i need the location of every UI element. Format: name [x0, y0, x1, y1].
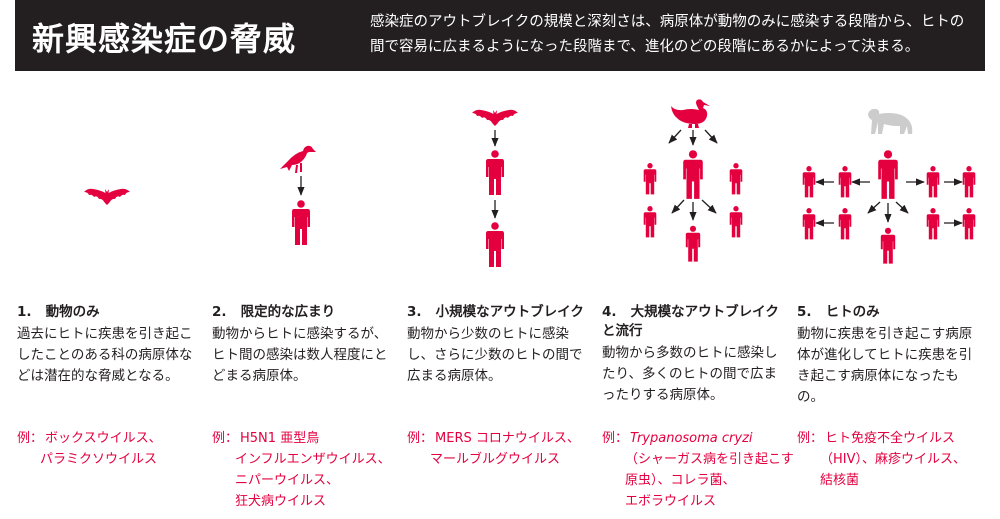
bird-icon — [280, 145, 316, 173]
stage-title-text: 動物のみ — [45, 304, 100, 320]
stages-diagram — [84, 99, 976, 267]
arrow — [867, 201, 881, 214]
example-item: 結核菌 — [820, 473, 860, 488]
example-item: パラミクソウイルス — [40, 452, 158, 467]
human-icon — [838, 166, 852, 198]
arrow — [704, 129, 718, 144]
stage-1-examples: 例：ボックスウイルス、 パラミクソウイルス — [17, 428, 199, 470]
stage-number: 1. — [17, 304, 32, 320]
stage-title-text: 限定的な広まり — [240, 304, 336, 320]
bat-icon — [84, 188, 130, 205]
human-icon — [643, 163, 657, 195]
human-icon — [926, 208, 940, 240]
stage-title-text: 大規模なアウトブレイクと流行 — [602, 304, 779, 339]
human-icon — [962, 208, 976, 240]
stage-1-graphic — [84, 188, 130, 205]
arrow — [701, 199, 717, 214]
human-icon — [685, 225, 701, 262]
example-item: （HIV）、麻疹ウイルス、 — [820, 452, 967, 467]
example-item: 狂犬病ウイルス — [235, 494, 327, 509]
human-icon — [683, 150, 703, 199]
human-icon — [880, 227, 896, 264]
example-item: Trypanosoma cryzi — [630, 431, 753, 446]
example-item: ボックスウイルス、 — [45, 431, 162, 446]
stage-description: 動物から多数のヒトに感染したり、多くのヒトの間で広まったりする病原体。 — [602, 345, 778, 403]
stage-2-graphic — [280, 145, 316, 245]
human-icon — [838, 208, 852, 240]
stage-3-text: 3. 小規模なアウトブレイク 動物から少数のヒトに感染し、さらに少数のヒトの間で… — [407, 303, 589, 387]
human-icon — [486, 222, 504, 267]
stage-title: 5. ヒトのみ — [797, 303, 979, 322]
example-item: MERS コロナウイルス、 — [435, 431, 580, 446]
example-label: 例： — [797, 431, 824, 446]
example-item: H5N1 亜型鳥 — [240, 431, 320, 446]
arrow — [671, 199, 685, 214]
human-icon — [802, 208, 816, 240]
stage-title-text: 小規模なアウトブレイク — [435, 304, 584, 320]
example-item: ヒト免疫不全ウイルス — [825, 431, 956, 446]
human-icon — [878, 150, 898, 199]
example-label: 例： — [602, 431, 629, 446]
stage-title: 2. 限定的な広まり — [212, 303, 394, 322]
arrow — [895, 201, 909, 214]
stage-3-graphic — [472, 109, 518, 267]
stage-description: 動物からヒトに感染するが、ヒト間の感染は数人程度にとどまる病原体。 — [212, 326, 388, 384]
header-banner: 新興感染症の脅威 感染症のアウトブレイクの規模と深刻さは、病原体が動物のみに感染… — [15, 0, 985, 71]
example-item: （シャーガス病を引き起こす — [625, 452, 794, 467]
bat-icon — [472, 109, 518, 126]
primate-icon — [868, 108, 913, 134]
stage-description: 過去にヒトに疾患を引き起こしたことのある科の病原体などは潜在的な脅威となる。 — [17, 326, 193, 384]
stage-number: 4. — [602, 304, 617, 320]
stage-number: 5. — [797, 304, 812, 320]
stage-4-examples: 例：Trypanosoma cryzi （シャーガス病を引き起こす 原虫）、コレ… — [602, 428, 794, 512]
duck-icon — [671, 99, 710, 128]
human-icon — [486, 150, 504, 195]
stage-5-examples: 例：ヒト免疫不全ウイルス （HIV）、麻疹ウイルス、 結核菌 — [797, 428, 979, 491]
stage-1-text: 1. 動物のみ 過去にヒトに疾患を引き起こしたことのある科の病原体などは潜在的な… — [17, 303, 199, 387]
stage-number: 2. — [212, 304, 227, 320]
stage-description: 動物に疾患を引き起こす病原体が進化してヒトに疾患を引き起こす病原体になったもの。 — [797, 326, 973, 405]
human-icon — [962, 166, 976, 198]
stage-title: 3. 小規模なアウトブレイク — [407, 303, 589, 322]
stage-title: 4. 大規模なアウトブレイクと流行 — [602, 303, 784, 341]
human-icon — [292, 200, 310, 245]
stage-4-graphic — [643, 99, 743, 262]
stage-number: 3. — [407, 304, 422, 320]
example-item: インフルエンザウイルス、 — [235, 452, 391, 467]
example-item: ニパーウイルス、 — [235, 473, 340, 488]
example-item: エボラウイルス — [625, 494, 717, 509]
page-title: 新興感染症の脅威 — [32, 20, 297, 58]
stage-5-graphic — [802, 108, 976, 264]
human-icon — [729, 206, 743, 238]
example-item: 原虫）、コレラ菌、 — [625, 473, 736, 488]
human-icon — [802, 166, 816, 198]
stage-2-examples: 例：H5N1 亜型鳥 インフルエンザウイルス、 ニパーウイルス、 狂犬病ウイルス — [212, 428, 394, 512]
example-item: マールブルグウイルス — [430, 452, 561, 467]
stage-title: 1. 動物のみ — [17, 303, 199, 322]
stage-4-text: 4. 大規模なアウトブレイクと流行 動物から多数のヒトに感染したり、多くのヒトの… — [602, 303, 784, 406]
stage-3-examples: 例：MERS コロナウイルス、 マールブルグウイルス — [407, 428, 589, 470]
example-label: 例： — [212, 431, 239, 446]
stage-title-text: ヒトのみ — [825, 304, 880, 320]
page-subtitle: 感染症のアウトブレイクの規模と深刻さは、病原体が動物のみに感染する段階から、ヒト… — [370, 14, 965, 55]
example-label: 例： — [407, 431, 434, 446]
arrow — [668, 129, 682, 144]
human-icon — [643, 206, 657, 238]
example-label: 例： — [17, 431, 44, 446]
stage-2-text: 2. 限定的な広まり 動物からヒトに感染するが、ヒト間の感染は数人程度にとどまる… — [212, 303, 394, 387]
human-icon — [729, 163, 743, 195]
stage-5-text: 5. ヒトのみ 動物に疾患を引き起こす病原体が進化してヒトに疾患を引き起こす病原… — [797, 303, 979, 408]
human-icon — [926, 166, 940, 198]
stage-description: 動物から少数のヒトに感染し、さらに少数のヒトの間で広まる病原体。 — [407, 326, 583, 384]
